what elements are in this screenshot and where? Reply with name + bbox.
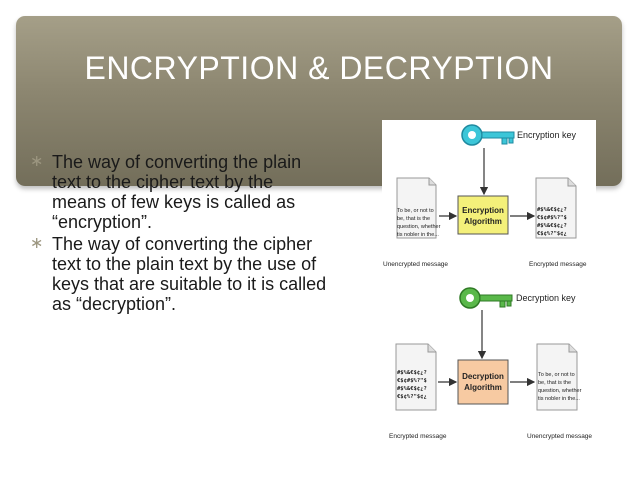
bullet-star-icon: ∗	[30, 153, 44, 170]
encryption-box-line1: Encryption	[462, 206, 504, 215]
bullet-star-icon: ∗	[30, 235, 44, 252]
plain-document-icon	[396, 177, 437, 239]
decryption-algorithm-box	[457, 359, 509, 405]
decryption-box-line2: Algorithm	[464, 383, 502, 392]
plain-line: To be, or not to	[538, 372, 575, 378]
cipher-line: €$¢%?"$¢¿	[397, 394, 427, 400]
plain-line: tis nobler in the...	[397, 232, 439, 238]
encryption-algorithm-box	[457, 195, 509, 235]
plain-line: question, whether	[538, 388, 582, 394]
plain-line: To be, or not to	[397, 208, 434, 214]
decryption-key-icon	[459, 287, 513, 309]
encryption-key-label: Encryption key	[517, 130, 577, 140]
plain-line: be, that is the	[397, 216, 430, 222]
encryption-box-line2: Algorithm	[464, 217, 502, 226]
decryption-left-caption: Encrypted message	[389, 433, 447, 440]
cipher-document-icon	[395, 343, 437, 411]
cipher-line: #$%&€$¢¿?	[537, 207, 567, 213]
cipher-line: €$¢#$%?"$	[537, 215, 567, 221]
plain-line: be, that is the	[538, 380, 571, 386]
decryption-box-line1: Decryption	[462, 372, 504, 381]
plain-line: tis nobler in the...	[538, 396, 580, 402]
cipher-line: #$%&€$¢¿?	[397, 370, 427, 376]
encryption-decryption-diagram: Encryption key To be, or not to be, that…	[382, 120, 596, 445]
bullet-item-encryption: ∗ The way of converting the plain text t…	[30, 152, 330, 232]
cipher-document-icon	[535, 177, 577, 239]
decryption-right-caption: Unencrypted message	[527, 433, 592, 440]
cipher-line: €$¢#$%?"$	[397, 378, 427, 384]
encryption-right-caption: Encrypted message	[529, 261, 587, 268]
cipher-line: #$%&€$¢¿?	[397, 386, 427, 392]
cipher-line: €$¢%?"$¢¿	[537, 231, 567, 237]
encryption-key-icon	[461, 124, 515, 146]
plain-document-icon	[536, 343, 578, 411]
encryption-left-caption: Unencrypted message	[383, 261, 448, 268]
plain-line: question, whether	[397, 224, 441, 230]
slide-title: ENCRYPTION & DECRYPTION	[84, 50, 554, 86]
bullet-item-decryption: ∗ The way of converting the cipher text …	[30, 234, 330, 314]
bullet-text: The way of converting the cipher text to…	[52, 234, 327, 314]
bullet-list: ∗ The way of converting the plain text t…	[30, 152, 330, 316]
cipher-line: #$%&€$¢¿?	[537, 223, 567, 229]
diagram-svg: Encryption key To be, or not to be, that…	[383, 124, 592, 440]
decryption-key-label: Decryption key	[516, 293, 576, 303]
bullet-text: The way of converting the plain text to …	[52, 152, 302, 232]
